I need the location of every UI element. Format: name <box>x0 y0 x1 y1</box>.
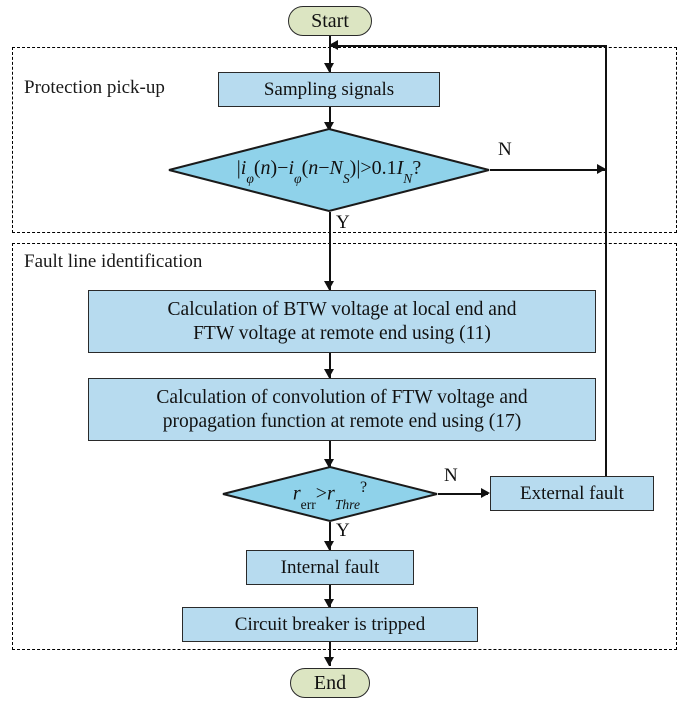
node-sampling-signals-label: Sampling signals <box>263 78 395 100</box>
edge-pickup-yes <box>329 212 331 290</box>
node-ratio-decision[interactable]: rerr>rThre? <box>222 465 438 523</box>
arrowhead-pickup-yes <box>324 281 334 290</box>
arrowhead-feedback-to-spine <box>329 40 338 50</box>
group-label-protection-pickup: Protection pick-up <box>24 77 165 98</box>
edge-ratio-no <box>438 493 488 495</box>
arrowhead-ratio-yes <box>324 541 334 550</box>
node-internal-fault-label: Internal fault <box>280 556 380 578</box>
node-end[interactable]: End <box>290 668 370 698</box>
arrowhead-sampling-to-pickup-decision <box>324 122 334 131</box>
group-protection-pickup <box>12 47 677 233</box>
edge-calc2-to-ratio-decision <box>329 441 331 469</box>
node-calc-btw-ftw[interactable]: Calculation of BTW voltage at local end … <box>88 290 596 353</box>
node-calc-convolution-line2: propagation function at remote end using… <box>162 410 522 432</box>
edge-start-to-sampling <box>329 36 331 72</box>
edge-breaker-to-end <box>329 642 331 666</box>
arrowhead-start-to-sampling <box>324 63 334 72</box>
node-start-label: Start <box>311 9 349 32</box>
node-external-fault-label: External fault <box>520 482 624 504</box>
edge-feedback-horizontal <box>329 45 606 47</box>
edge-ratio-yes <box>329 522 331 550</box>
arrowhead-pickup-no <box>597 164 606 174</box>
node-internal-fault[interactable]: Internal fault <box>246 550 414 585</box>
edge-internal-to-breaker <box>329 585 331 607</box>
node-calc-convolution[interactable]: Calculation of convolution of FTW voltag… <box>88 378 596 441</box>
node-start[interactable]: Start <box>288 6 372 36</box>
node-circuit-breaker-tripped[interactable]: Circuit breaker is tripped <box>182 607 478 642</box>
node-external-fault[interactable]: External fault <box>490 476 654 511</box>
edge-sampling-to-pickup-decision <box>329 107 331 131</box>
node-calc-convolution-line1: Calculation of convolution of FTW voltag… <box>156 386 528 408</box>
arrowhead-calc2-to-ratio-decision <box>324 459 334 468</box>
node-calc-btw-ftw-line2: FTW voltage at remote end using (11) <box>193 322 491 344</box>
branch-label-pickup-no: N <box>498 139 512 160</box>
edge-pickup-no <box>490 169 606 171</box>
edge-external-fault-to-feedback <box>605 169 607 476</box>
node-calc-btw-ftw-line1: Calculation of BTW voltage at local end … <box>167 298 517 320</box>
edge-calc1-to-calc2 <box>329 353 331 378</box>
arrowhead-breaker-to-end <box>324 657 334 666</box>
branch-label-ratio-no: N <box>444 465 458 486</box>
arrowhead-internal-to-breaker <box>324 599 334 608</box>
node-circuit-breaker-tripped-label: Circuit breaker is tripped <box>234 613 426 635</box>
group-label-fault-line-identification: Fault line identification <box>24 251 203 272</box>
group-fault-line-identification <box>12 243 677 650</box>
edge-feedback-vertical-top <box>605 45 607 170</box>
branch-label-ratio-yes: Y <box>336 520 350 541</box>
pickup-decision-shape <box>168 127 490 213</box>
arrowhead-calc1-to-calc2 <box>324 369 334 378</box>
branch-label-pickup-yes: Y <box>336 212 350 233</box>
node-pickup-decision[interactable]: |iφ(n)−iφ(n−NS)|>0.1IN? <box>168 127 490 213</box>
ratio-decision-shape <box>222 465 438 523</box>
node-end-label: End <box>313 671 347 694</box>
arrowhead-ratio-no <box>481 488 490 498</box>
node-sampling-signals[interactable]: Sampling signals <box>218 72 440 107</box>
